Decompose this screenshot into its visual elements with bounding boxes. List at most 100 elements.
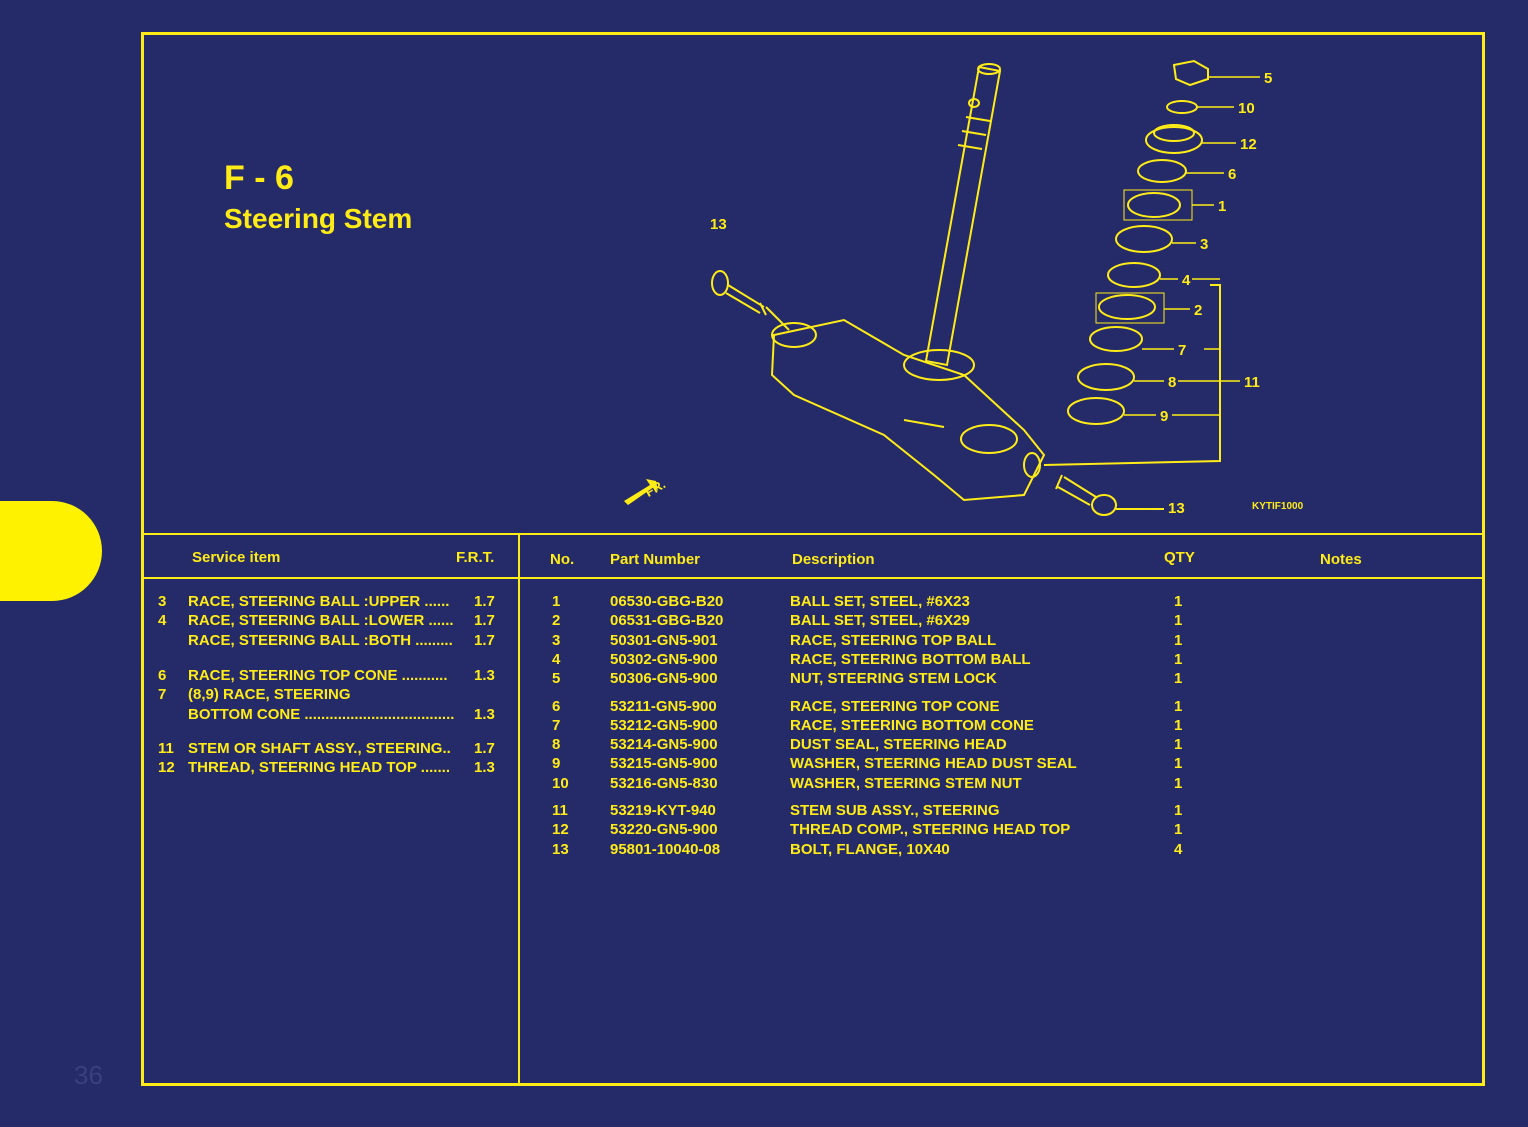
part-description: RACE, STEERING BOTTOM BALL bbox=[790, 651, 1031, 668]
service-frt-value: 1.7 bbox=[474, 593, 495, 610]
part-qty-value: 1 bbox=[1174, 802, 1183, 819]
part-row-number: 4 bbox=[552, 651, 561, 668]
part-row-number: 5 bbox=[552, 670, 561, 687]
part-number-value: 50306-GN5-900 bbox=[610, 670, 718, 687]
part-number-value: 06531-GBG-B20 bbox=[610, 612, 724, 629]
part-qty-value: 1 bbox=[1174, 775, 1183, 792]
callout-label: 1 bbox=[1218, 198, 1226, 215]
part-number-value: 53212-GN5-900 bbox=[610, 717, 718, 734]
part-number-value: 95801-10040-08 bbox=[610, 841, 721, 858]
part-number-value: 06530-GBG-B20 bbox=[610, 593, 724, 610]
service-frt-value: 1.7 bbox=[474, 740, 495, 757]
callout-label: 2 bbox=[1194, 302, 1202, 319]
part-description: RACE, STEERING TOP BALL bbox=[790, 632, 997, 649]
callout-label: 3 bbox=[1200, 236, 1208, 253]
front-label: FR. bbox=[642, 476, 668, 499]
callout-label: 7 bbox=[1178, 342, 1186, 359]
exploded-diagram: 5 10 12 6 1 3 4 2 7 8 11 9 13 13 FR. bbox=[624, 59, 1272, 517]
part-qty-value: 1 bbox=[1174, 755, 1183, 772]
part-number-value: 53211-GN5-900 bbox=[610, 698, 717, 715]
part-number-value: 50302-GN5-900 bbox=[610, 651, 718, 668]
service-item-text: RACE, STEERING BALL :LOWER ...... bbox=[188, 612, 454, 629]
part-qty-value: 1 bbox=[1174, 821, 1183, 838]
service-row-number: 7 bbox=[158, 686, 167, 703]
part-number-value: 53215-GN5-900 bbox=[610, 755, 718, 772]
callout-label: 11 bbox=[1244, 374, 1260, 391]
part-number-value: 53216-GN5-830 bbox=[610, 775, 718, 792]
part-row-number: 10 bbox=[552, 775, 569, 792]
callout-label: 8 bbox=[1168, 374, 1176, 391]
figure-id: KYTIF1000 bbox=[1252, 501, 1304, 512]
service-item-text: STEM OR SHAFT ASSY., STEERING.. bbox=[188, 740, 451, 757]
column-divider bbox=[518, 535, 520, 1083]
part-number-header: Part Number bbox=[610, 551, 701, 568]
callout-label: 12 bbox=[1240, 136, 1257, 153]
service-frt-value: 1.3 bbox=[474, 759, 495, 776]
part-number-value: 53220-GN5-900 bbox=[610, 821, 718, 838]
part-description: WASHER, STEERING HEAD DUST SEAL bbox=[790, 755, 1077, 772]
parts-frame: F - 6 Steering Stem bbox=[141, 32, 1485, 1086]
service-frt-value: 1.7 bbox=[474, 612, 495, 629]
callout-label: 10 bbox=[1238, 100, 1255, 117]
qty-header: QTY bbox=[1164, 549, 1195, 566]
part-qty-value: 1 bbox=[1174, 612, 1183, 629]
part-row-number: 11 bbox=[552, 802, 568, 819]
part-row-number: 2 bbox=[552, 612, 561, 629]
part-description: NUT, STEERING STEM LOCK bbox=[790, 670, 997, 687]
service-item-text: BOTTOM CONE ............................… bbox=[188, 706, 455, 723]
part-row-number: 9 bbox=[552, 755, 561, 772]
part-qty-value: 1 bbox=[1174, 593, 1183, 610]
service-row-number: 11 bbox=[158, 740, 174, 757]
part-row-number: 7 bbox=[552, 717, 561, 734]
part-description: RACE, STEERING BOTTOM CONE bbox=[790, 717, 1034, 734]
callout-label: 9 bbox=[1160, 408, 1168, 425]
callout-label: 5 bbox=[1264, 70, 1272, 87]
service-item-header: Service item bbox=[192, 549, 281, 566]
front-arrow-icon bbox=[624, 479, 658, 505]
service-row-number: 6 bbox=[158, 667, 167, 684]
divider bbox=[144, 577, 1482, 579]
section-tab bbox=[0, 501, 102, 601]
part-row-number: 3 bbox=[552, 632, 561, 649]
part-description: THREAD COMP., STEERING HEAD TOP bbox=[790, 821, 1071, 838]
service-item-text: (8,9) RACE, STEERING bbox=[188, 686, 351, 703]
part-qty-value: 1 bbox=[1174, 717, 1183, 734]
page-number: 36 bbox=[74, 1060, 103, 1090]
service-frt-value: 1.3 bbox=[474, 706, 495, 723]
part-description: DUST SEAL, STEERING HEAD bbox=[790, 736, 1007, 753]
description-header: Description bbox=[792, 551, 875, 568]
divider bbox=[144, 533, 1482, 535]
callout-label: 4 bbox=[1182, 272, 1191, 289]
section-code: F - 6 bbox=[224, 159, 294, 197]
part-description: RACE, STEERING TOP CONE bbox=[790, 698, 1000, 715]
service-frt-value: 1.3 bbox=[474, 667, 495, 684]
callout-label: 13 bbox=[1168, 500, 1185, 517]
part-qty-value: 1 bbox=[1174, 698, 1183, 715]
part-row-number: 12 bbox=[552, 821, 569, 838]
steering-stem-drawing bbox=[770, 63, 1046, 502]
frt-header: F.R.T. bbox=[456, 549, 495, 566]
part-description: BALL SET, STEEL, #6X23 bbox=[790, 593, 970, 610]
callout-label: 6 bbox=[1228, 166, 1236, 183]
page-title: Steering Stem bbox=[224, 203, 413, 234]
callout-label: 13 bbox=[710, 216, 727, 233]
service-row-number: 12 bbox=[158, 759, 175, 776]
part-description: BALL SET, STEEL, #6X29 bbox=[790, 612, 970, 629]
part-number-value: 53214-GN5-900 bbox=[610, 736, 718, 753]
part-qty-value: 1 bbox=[1174, 670, 1183, 687]
service-item-text: RACE, STEERING BALL :BOTH ......... bbox=[188, 632, 453, 649]
part-qty-value: 1 bbox=[1174, 651, 1183, 668]
part-row-number: 6 bbox=[552, 698, 561, 715]
service-item-text: RACE, STEERING BALL :UPPER ...... bbox=[188, 593, 450, 610]
part-row-number: 13 bbox=[552, 841, 569, 858]
service-row-number: 4 bbox=[158, 612, 167, 629]
part-row-number: 1 bbox=[552, 593, 561, 610]
flange-bolt-drawings bbox=[711, 270, 1221, 516]
part-number-value: 53219-KYT-940 bbox=[610, 802, 716, 819]
service-row-number: 3 bbox=[158, 593, 167, 610]
part-row-number: 8 bbox=[552, 736, 561, 753]
service-item-text: THREAD, STEERING HEAD TOP ....... bbox=[188, 759, 450, 776]
part-description: WASHER, STEERING STEM NUT bbox=[790, 775, 1022, 792]
part-qty-value: 4 bbox=[1174, 841, 1183, 858]
callout-leaders bbox=[1124, 76, 1260, 416]
